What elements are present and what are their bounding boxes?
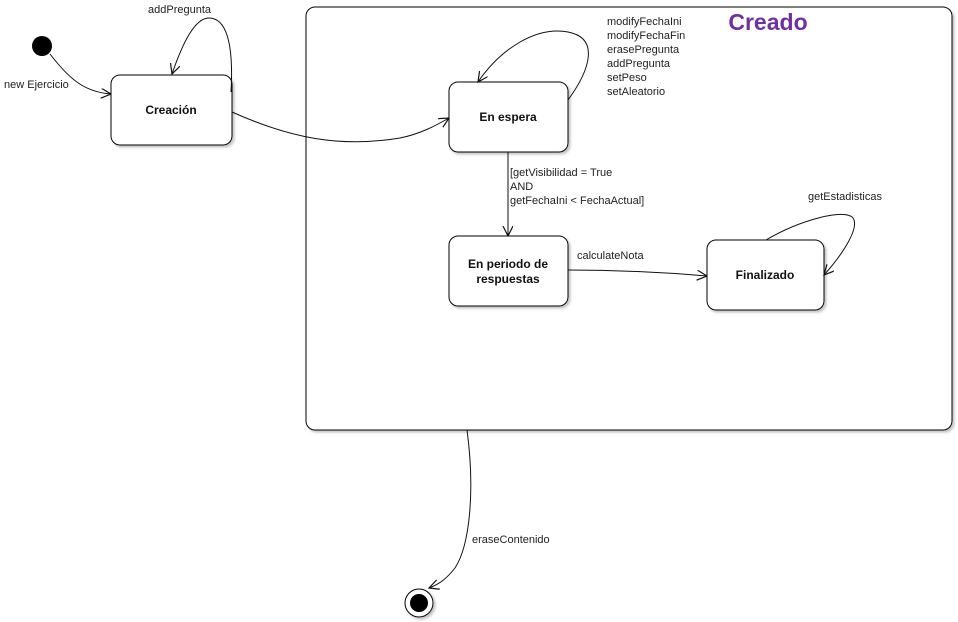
state-en-periodo-label-line-1: En periodo de bbox=[468, 257, 548, 271]
label-guard-line-3: getFechaIni < FechaActual] bbox=[510, 195, 644, 207]
state-creacion-label: Creación bbox=[145, 103, 196, 117]
label-add-pregunta: addPregunta bbox=[607, 58, 671, 70]
label-guard-line-2: AND bbox=[510, 181, 533, 193]
state-en-periodo-de-respuestas[interactable]: En periodo de respuestas bbox=[448, 235, 569, 307]
composite-state-creado[interactable]: Creado bbox=[305, 6, 953, 431]
transition-add-pregunta-loop[interactable] bbox=[172, 17, 233, 93]
state-en-periodo-label-line-2: respuestas bbox=[476, 272, 540, 286]
composite-state-title: Creado bbox=[728, 9, 807, 35]
label-set-peso: setPeso bbox=[607, 72, 647, 84]
label-erase-contenido: eraseContenido bbox=[472, 534, 550, 546]
label-calculate-nota: calculateNota bbox=[577, 250, 645, 262]
state-finalizado[interactable]: Finalizado bbox=[706, 239, 825, 311]
label-get-estadisticas: getEstadisticas bbox=[808, 191, 882, 203]
state-finalizado-label: Finalizado bbox=[736, 268, 795, 282]
label-set-aleatorio: setAleatorio bbox=[607, 86, 665, 98]
label-modify-fecha-fin: modifyFechaFin bbox=[607, 30, 685, 42]
transition-espera-loop[interactable] bbox=[478, 30, 589, 101]
transition-calculate-nota[interactable] bbox=[567, 269, 707, 276]
label-modify-fecha-ini: modifyFechaIni bbox=[607, 16, 682, 28]
state-en-espera-label: En espera bbox=[479, 110, 537, 124]
initial-state[interactable] bbox=[32, 36, 52, 56]
label-new-ejercicio: new Ejercicio bbox=[4, 79, 69, 91]
transition-get-estadisticas-loop[interactable] bbox=[765, 214, 855, 275]
state-creacion[interactable]: Creación bbox=[110, 74, 233, 146]
label-guard-line-1: [getVisibilidad = True bbox=[510, 167, 612, 179]
label-espera-loop: modifyFechaIni modifyFechaFin erasePregu… bbox=[607, 16, 685, 98]
label-guard: [getVisibilidad = True AND getFechaIni <… bbox=[510, 167, 644, 207]
label-add-pregunta-loop: addPregunta bbox=[148, 4, 212, 16]
state-en-espera[interactable]: En espera bbox=[448, 81, 569, 153]
transition-creacion-to-espera[interactable] bbox=[231, 111, 449, 143]
label-erase-pregunta: erasePregunta bbox=[607, 44, 680, 56]
final-state[interactable] bbox=[404, 588, 434, 618]
transition-erase-contenido[interactable] bbox=[429, 429, 472, 588]
transition-new-ejercicio[interactable] bbox=[49, 53, 111, 94]
